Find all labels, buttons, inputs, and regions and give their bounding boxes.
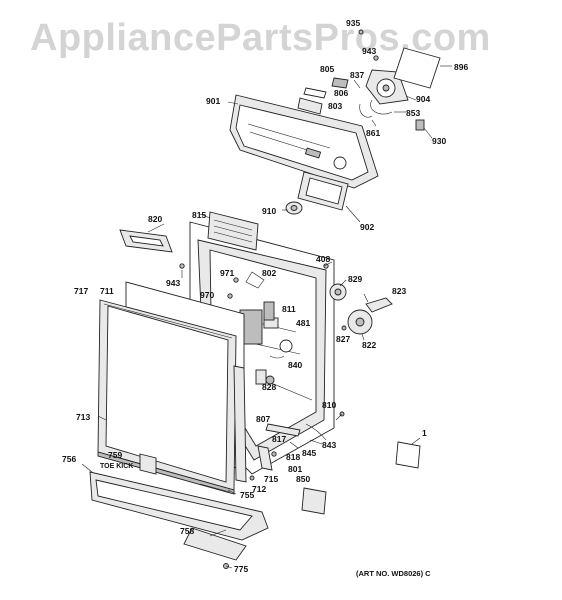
callout-943-top: 943	[362, 46, 376, 56]
callout-713: 713	[76, 412, 90, 422]
arm-823	[365, 297, 393, 313]
part-845	[289, 441, 299, 449]
callout-805: 805	[320, 64, 334, 74]
callout-811: 811	[282, 304, 296, 314]
cover-850	[301, 487, 327, 515]
toe-kick-756	[89, 471, 269, 541]
part-828	[255, 369, 267, 385]
callout-910: 910	[262, 206, 276, 216]
dispenser-829	[329, 283, 347, 301]
insulation-896	[393, 47, 441, 89]
callout-775: 775	[234, 564, 248, 574]
callout-756: 756	[62, 454, 76, 464]
front-panel-717	[97, 299, 237, 491]
clip-930	[415, 119, 425, 131]
callout-712: 712	[252, 484, 266, 494]
part-843	[305, 423, 327, 441]
timer-904	[365, 69, 409, 105]
callout-755: 755	[240, 490, 254, 500]
callout-853: 853	[406, 108, 420, 118]
callout-815: 815	[192, 210, 206, 220]
callout-818: 818	[286, 452, 300, 462]
knob-panel-803	[297, 97, 323, 115]
part-971	[233, 277, 239, 283]
screw-935	[358, 29, 364, 35]
bracket-818	[271, 451, 277, 457]
wire-harness-853	[370, 99, 393, 115]
gasket-811	[263, 301, 275, 321]
part-806	[303, 87, 327, 99]
callout-801: 801	[288, 464, 302, 474]
leader-lines	[81, 65, 452, 569]
callout-758: 758	[180, 526, 194, 536]
callout-901: 901	[206, 96, 220, 106]
callout-828: 828	[262, 382, 276, 392]
callout-861: 861	[366, 128, 380, 138]
callout-823: 823	[392, 286, 406, 296]
callout-810: 810	[322, 400, 336, 410]
knob-910	[285, 201, 303, 215]
latch-801	[257, 445, 273, 471]
callout-1: 1	[422, 428, 427, 438]
callout-759: 759	[108, 450, 122, 460]
vent-slide-820	[119, 229, 173, 253]
callout-822: 822	[362, 340, 376, 350]
callout-806: 806	[334, 88, 348, 98]
callout-850: 850	[296, 474, 310, 484]
callout-971: 971	[220, 268, 234, 278]
callout-481: 481	[296, 318, 310, 328]
callout-904: 904	[416, 94, 430, 104]
callout-labels: 935 943 896 805 837 806 904 901 803 853 …	[62, 18, 468, 578]
art-number: (ART NO. WD8026) C	[356, 569, 431, 578]
hinge-817	[265, 423, 301, 437]
callout-930: 930	[432, 136, 446, 146]
callout-902: 902	[360, 222, 374, 232]
callout-837: 837	[350, 70, 364, 80]
part-970	[227, 293, 233, 299]
label-1	[395, 441, 421, 469]
control-panel-901	[229, 94, 379, 189]
panel-758	[183, 527, 247, 561]
vent-815	[207, 211, 259, 251]
bracket-805	[331, 77, 349, 89]
dispenser-822	[347, 309, 373, 335]
callout-803: 803	[328, 101, 342, 111]
channel-712	[233, 365, 247, 483]
callout-840: 840	[288, 360, 302, 370]
callout-943-mid: 943	[166, 278, 180, 288]
callout-408: 408	[316, 254, 330, 264]
toe-kick-label: TOE KICK	[100, 463, 133, 470]
callout-711: 711	[100, 286, 114, 296]
callout-935: 935	[346, 18, 360, 28]
callout-817: 817	[272, 434, 286, 444]
callout-845: 845	[302, 448, 316, 458]
part-837	[353, 79, 361, 89]
part-755	[199, 483, 231, 493]
callout-896: 896	[454, 62, 468, 72]
part-861	[359, 103, 373, 118]
actuator-802	[245, 271, 265, 289]
bracket-759	[139, 453, 157, 475]
callout-802: 802	[262, 268, 276, 278]
callout-843: 843	[322, 440, 336, 450]
callout-807: 807	[256, 414, 270, 424]
panel-902	[297, 171, 349, 211]
screw-943-mid	[179, 263, 185, 269]
callout-970: 970	[200, 290, 214, 300]
part-827	[341, 325, 347, 331]
callout-717: 717	[74, 286, 88, 296]
callout-820: 820	[148, 214, 162, 224]
callout-827: 827	[336, 334, 350, 344]
callout-715: 715	[264, 474, 278, 484]
screw-408	[323, 263, 329, 269]
part-715	[249, 475, 255, 481]
trim-713	[97, 451, 235, 495]
part-840	[269, 355, 285, 359]
callout-829: 829	[348, 274, 362, 284]
screw-943-top	[373, 55, 379, 61]
